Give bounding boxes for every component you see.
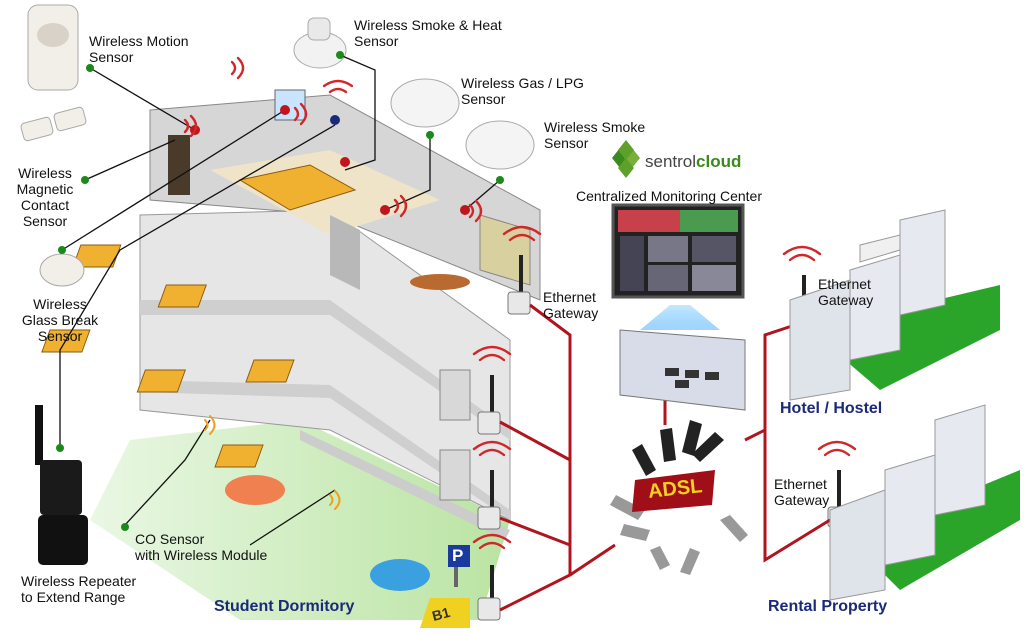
car-orange [225,475,285,505]
repeater-device [35,405,88,565]
co-sensor-waves [204,415,341,510]
dining-table [410,274,470,290]
label-smoke-heat-sensor: Wireless Smoke & Heat Sensor [354,17,502,49]
sentrolcloud-logo-icon [612,140,640,178]
car-blue [370,559,430,591]
label-gateway-dormitory: Ethernet Gateway [543,289,599,321]
glass-break-device [39,253,85,287]
parking-sign-label: P [452,546,464,565]
label-monitoring-center: Centralized Monitoring Center [576,188,762,204]
dorm-rooms [41,244,471,501]
network-links [499,303,831,612]
motion-sensor-device [27,4,79,91]
brand-sentrol: sentrol [645,152,697,171]
gateway-top [507,255,531,315]
smoke-device [465,120,535,170]
label-smoke-sensor: Wireless Smoke Sensor [544,119,646,151]
top-bed [238,164,357,211]
monitoring-screen [611,203,745,299]
label-gas-lpg-sensor: Wireless Gas / LPG Sensor [461,75,584,107]
bed [157,284,207,308]
room-cabinet [439,449,471,501]
smoke-heat-device [293,17,347,69]
parking-sign [448,545,470,567]
bed [245,359,295,383]
brand-cloud: cloud [696,152,742,171]
gateway-floor1 [477,375,501,435]
parking-ramp [300,430,510,540]
label-motion-sensor: Wireless Motion Sensor [89,33,189,65]
label-co-sensor: CO Sensor with Wireless Module [135,531,268,563]
room-cabinet [439,369,471,421]
label-gateway-rental: Ethernet Gateway [774,476,830,508]
title-rental-property: Rental Property [768,598,888,615]
projection-beam [640,305,720,330]
hotel-buildings [789,209,1000,401]
window [274,89,306,121]
title-student-dormitory: Student Dormitory [214,598,355,615]
gas-lpg-device [390,78,460,128]
kitchen-counter [330,215,360,290]
label-gateway-hotel: Ethernet Gateway [818,276,874,308]
door [168,135,190,195]
leader-lines [59,54,501,546]
rental-buildings [829,404,1020,601]
floor-marker [420,598,470,628]
title-hotel-hostel: Hotel / Hostel [780,400,883,417]
floor-slab [140,300,510,440]
label-glass-break-sensor: Wireless Glass Break Sensor [21,296,99,344]
adsl-burst [610,420,748,575]
label-wireless-repeater: Wireless Repeater to Extend Range [21,573,137,605]
dormitory-building [41,89,541,628]
sentrolcloud-brand: sentrolcloud [645,152,741,172]
magnetic-contact-device [20,106,87,142]
bed [214,444,264,468]
fridge [479,214,531,286]
signal-waves [183,56,857,550]
control-room [619,329,746,411]
label-magnetic-contact-sensor: Wireless Magnetic Contact Sensor [16,165,74,229]
bed [136,369,187,393]
parking-sign-pole [454,567,458,587]
